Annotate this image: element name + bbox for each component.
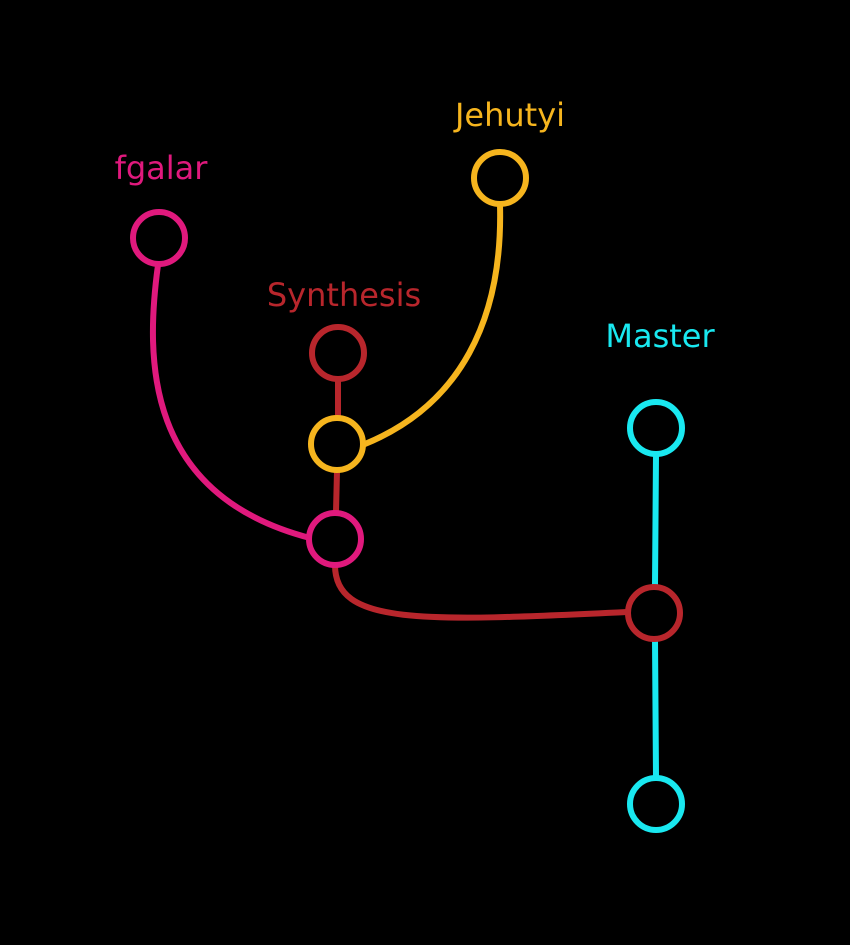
edge-synthesis-merge-to-master-root <box>652 637 659 780</box>
commit-fgalar-tip <box>130 209 188 267</box>
branch-label-fgalar: fgalar <box>115 149 209 187</box>
branch-label-master: Master <box>605 317 715 355</box>
commit-master-tip <box>627 399 685 457</box>
edge-fgalar-merge-to-synthesis-merge <box>332 562 630 621</box>
commit-jehutyi-tip <box>471 149 529 207</box>
commit-synthesis-merge <box>625 584 683 642</box>
edge-master-tip-to-synthesis-merge <box>652 452 659 588</box>
commit-master-root <box>627 775 685 833</box>
commit-fgalar-merge <box>306 510 364 568</box>
edge-jehutyi-tip-to-jehutyi-merge <box>362 202 504 447</box>
edge-jehutyi-merge-to-fgalar-merge <box>333 468 340 515</box>
branch-label-jehutyi: Jehutyi <box>453 96 565 134</box>
edge-fgalar-tip-to-fgalar-merge <box>149 262 313 541</box>
commit-synthesis-tip <box>309 324 367 382</box>
branch-label-synthesis: Synthesis <box>267 276 421 314</box>
commit-jehutyi-merge <box>308 415 366 473</box>
